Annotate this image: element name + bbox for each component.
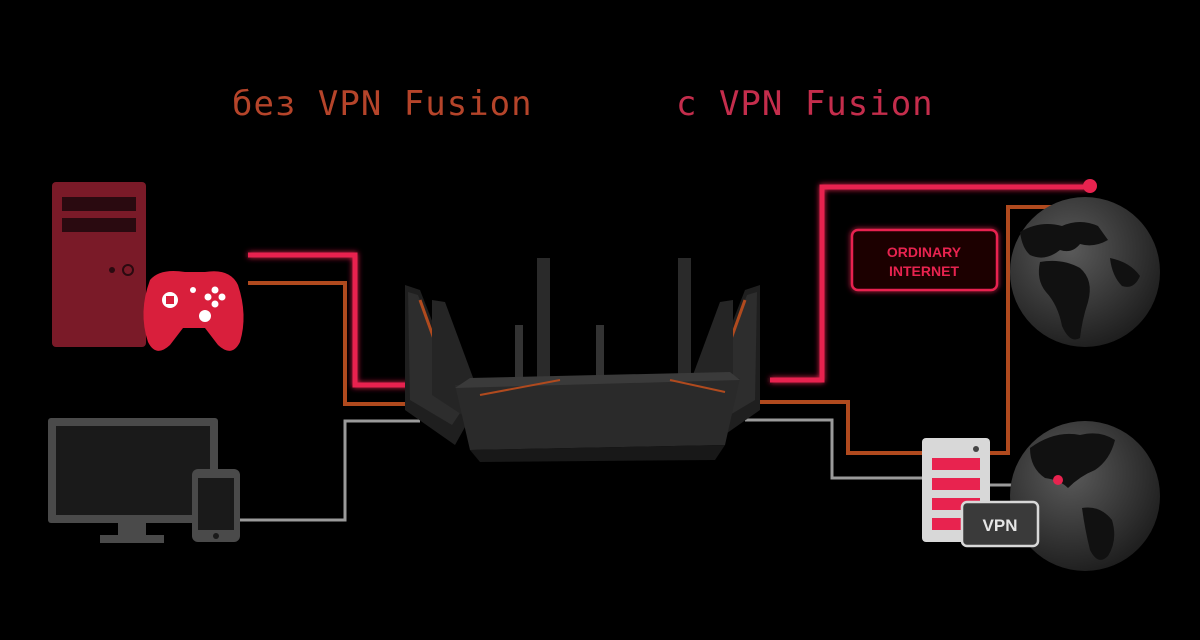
grey-line-left [240, 419, 420, 522]
globe-icon [1010, 197, 1160, 347]
ordinary-internet-line2: INTERNET [889, 263, 959, 279]
pink-line-right [770, 184, 1088, 383]
heading-without-vpn-fusion: без VPN Fusion [232, 84, 533, 124]
router-icon [405, 258, 760, 462]
heading-with-vpn-fusion: с VPN Fusion [676, 84, 934, 124]
ordinary-internet-line1: ORDINARY [887, 244, 962, 260]
gamepad-icon [143, 271, 244, 351]
vpn-label: VPN [983, 516, 1018, 535]
desktop-tower-icon [52, 182, 146, 347]
grey-line-right [745, 418, 935, 480]
orange-line-left [248, 281, 420, 406]
smartphone-icon [192, 469, 240, 542]
globe-icon [1010, 421, 1160, 571]
vpn-badge: VPN [960, 500, 1040, 548]
pink-line-endpoint [1083, 179, 1097, 193]
ordinary-internet-badge: ORDINARY INTERNET [850, 228, 999, 292]
monitor-icon [48, 418, 218, 543]
pink-line-left [248, 252, 420, 388]
